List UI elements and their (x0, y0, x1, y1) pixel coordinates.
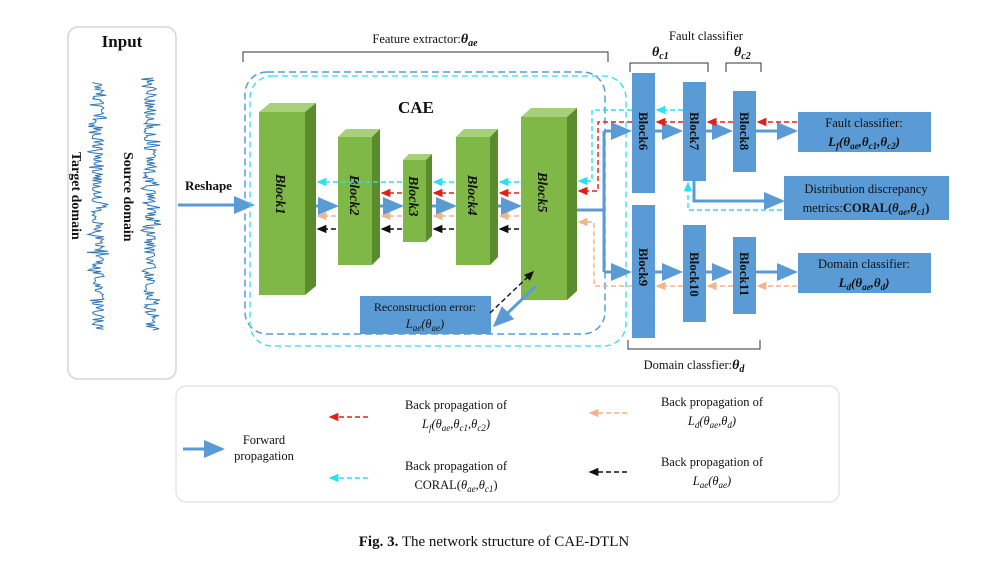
block9[interactable]: Block9 (632, 205, 655, 338)
legend-forward-line2: propagation (234, 449, 294, 463)
reconstruction-backprop-arrow (489, 271, 535, 314)
cae-title: CAE (398, 98, 434, 117)
block10[interactable]: Block10 (683, 225, 706, 322)
block6-label: Block6 (636, 112, 651, 151)
block10-label: Block10 (687, 252, 702, 297)
domain-classifier-formula: Ld(θae,θd) (838, 275, 890, 292)
input-title: Input (102, 32, 143, 51)
reconstruction-label: Reconstruction error: (374, 300, 476, 314)
block8-label: Block8 (737, 112, 752, 151)
block1-label: Block1 (272, 173, 287, 214)
cae-block-1[interactable]: Block1 (259, 103, 316, 295)
coral-boundary (249, 75, 627, 347)
source-domain-label: Source domain (120, 152, 135, 242)
block5-to-reconstruction-arrow (492, 284, 538, 328)
target-waveform (86, 81, 109, 330)
svg-text:Feature extractor:θae: Feature extractor:θae (372, 32, 478, 49)
block7[interactable]: Block7 (683, 82, 706, 181)
legend-lae-line1: Back propagation of (661, 455, 764, 469)
legend-ld-formula: Ld(θae,θd) (687, 414, 736, 430)
domain-classifier-box-line1: Domain classifier: (818, 257, 910, 271)
fault-classifier-box-line1: Fault classifier: (825, 116, 902, 130)
legend: Forward propagation Back propagation of … (175, 385, 840, 503)
distribution-formula: metrics:CORAL(θae,θc1) (803, 201, 930, 217)
cae-block-3[interactable]: Block3 (403, 154, 432, 242)
legend-coral-formula: CORAL(θae,θc1) (414, 478, 497, 494)
block2-label: Block2 (346, 174, 361, 215)
theta-c1-brace (629, 62, 709, 72)
target-domain-label: Target domain (68, 152, 83, 240)
fault-classifier-top-label: Fault classifier (669, 29, 744, 43)
distribution-line1: Distribution discrepancy (804, 182, 928, 196)
feature-extractor-brace: Feature extractor:θae (242, 32, 609, 62)
figure-caption: Fig. 3. The network structure of CAE-DTL… (0, 534, 988, 551)
block8[interactable]: Block8 (733, 91, 756, 172)
block11-label: Block11 (737, 252, 752, 296)
block6[interactable]: Block6 (632, 73, 655, 193)
domain-classifier-box[interactable]: Domain classifier: Ld(θae,θd) (798, 253, 931, 293)
caption-text: The network structure of CAE-DTLN (401, 534, 630, 550)
theta-c1-label: θc1 (652, 45, 669, 62)
feature-extractor-label: Feature extractor: (372, 32, 461, 46)
cae-block-5[interactable]: Block5 (521, 108, 577, 300)
reconstruction-formula: Lae(θae) (405, 317, 444, 333)
cae-block-2[interactable]: Block2 (338, 129, 380, 265)
block3-label: Block3 (405, 175, 420, 216)
legend-lae-formula: Lae(θae) (692, 474, 731, 490)
block4-label: Block4 (464, 174, 479, 215)
theta-c2-brace (725, 62, 762, 72)
cae-block-4[interactable]: Block4 (456, 129, 498, 265)
legend-coral-line1: Back propagation of (405, 459, 508, 473)
legend-ld-line1: Back propagation of (661, 395, 764, 409)
legend-forward-line1: Forward (243, 433, 286, 447)
block7-label: Block7 (687, 112, 702, 151)
source-waveform (139, 77, 162, 331)
reshape-label: Reshape (185, 178, 232, 193)
fault-classifier-box[interactable]: Fault classifier: Lf(θae,θc1,θc2) (798, 112, 931, 152)
legend-lf-line1: Back propagation of (405, 398, 508, 412)
theta-c2-label: θc2 (734, 45, 751, 62)
block5-label: Block5 (534, 171, 549, 212)
distribution-discrepancy-box[interactable]: Distribution discrepancy metrics:CORAL(θ… (784, 176, 949, 220)
classifier-backprop-arrows (577, 105, 797, 291)
fault-classifier-formula: Lf(θae,θc1,θc2) (827, 134, 900, 151)
legend-lf-formula: Lf(θae,θc1,θc2) (421, 417, 490, 433)
block11[interactable]: Block11 (733, 237, 756, 314)
domain-classifier-bottom-label: Domain classfier:θd (644, 358, 746, 375)
domain-classifier-brace (627, 340, 761, 350)
reconstruction-error-box[interactable]: Reconstruction error: Lae(θae) (360, 296, 491, 334)
caption-prefix: Fig. 3. (358, 534, 399, 550)
input-panel: Input Target domain Source domain (67, 26, 177, 380)
classifier-forward-arrows (577, 122, 798, 281)
block9-label: Block9 (636, 248, 651, 287)
cae-backprop-arrows (316, 177, 519, 234)
